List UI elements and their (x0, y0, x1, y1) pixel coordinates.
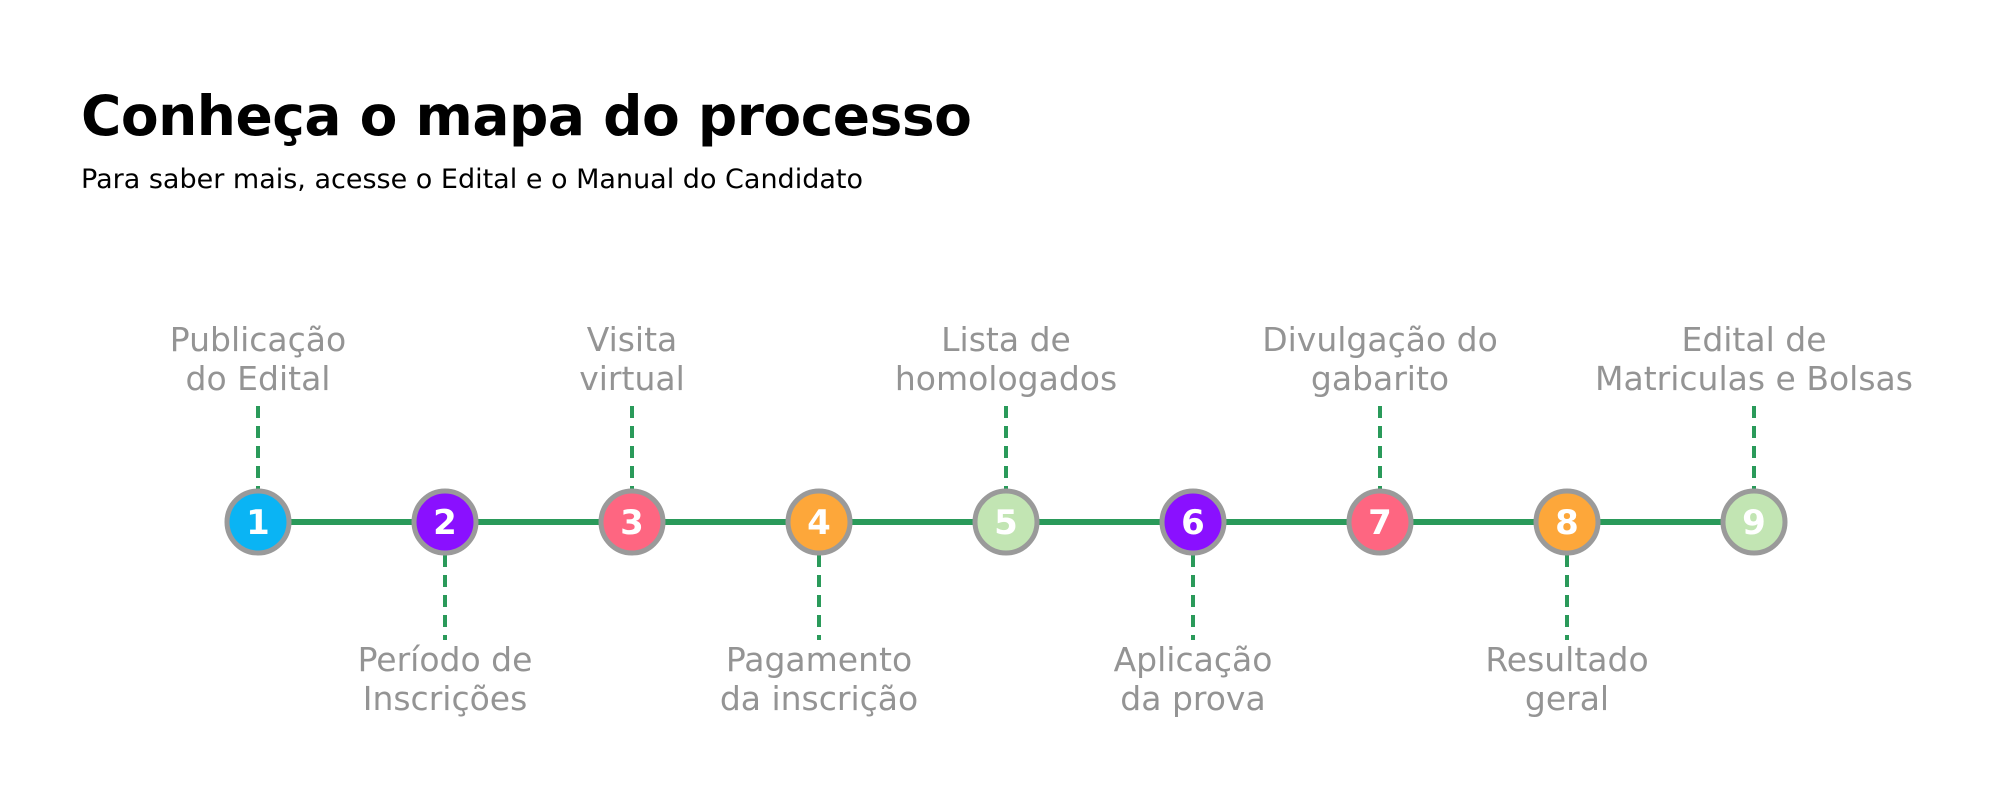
step-number: 3 (620, 503, 644, 543)
step-label: Divulgação do gabarito (1262, 320, 1498, 398)
step-node-6 (1159, 488, 1227, 556)
step-node-2 (411, 488, 479, 556)
step-number: 7 (1368, 503, 1392, 543)
step-label: Período de Inscrições (357, 640, 533, 718)
page-title: Conheça o mapa do processo (81, 84, 972, 148)
step-number: 8 (1555, 503, 1579, 543)
header: Conheça o mapa do processo Para saber ma… (81, 78, 972, 200)
step-label: Visita virtual (579, 320, 685, 398)
step-node-5 (972, 488, 1040, 556)
step-node-4 (785, 488, 853, 556)
page-subtitle: Para saber mais, acesse o Edital e o Man… (81, 164, 863, 195)
step-node-1 (224, 488, 292, 556)
step-number: 9 (1742, 503, 1766, 543)
step-label: Edital de Matriculas e Bolsas (1595, 320, 1913, 398)
step-node-3 (598, 488, 666, 556)
step-label: Resultado geral (1485, 640, 1649, 718)
step-number: 2 (433, 503, 457, 543)
step-number: 5 (994, 503, 1018, 543)
step-label: Lista de homologados (894, 320, 1118, 398)
step-number: 1 (246, 503, 270, 543)
step-number: 4 (807, 503, 831, 543)
step-node-7 (1346, 488, 1414, 556)
step-node-9 (1720, 488, 1788, 556)
step-node-8 (1533, 488, 1601, 556)
step-label: Aplicação da prova (1113, 640, 1273, 718)
step-number: 6 (1181, 503, 1205, 543)
step-label: Publicação do Edital (169, 320, 347, 398)
step-label: Pagamento da inscrição (719, 640, 919, 718)
